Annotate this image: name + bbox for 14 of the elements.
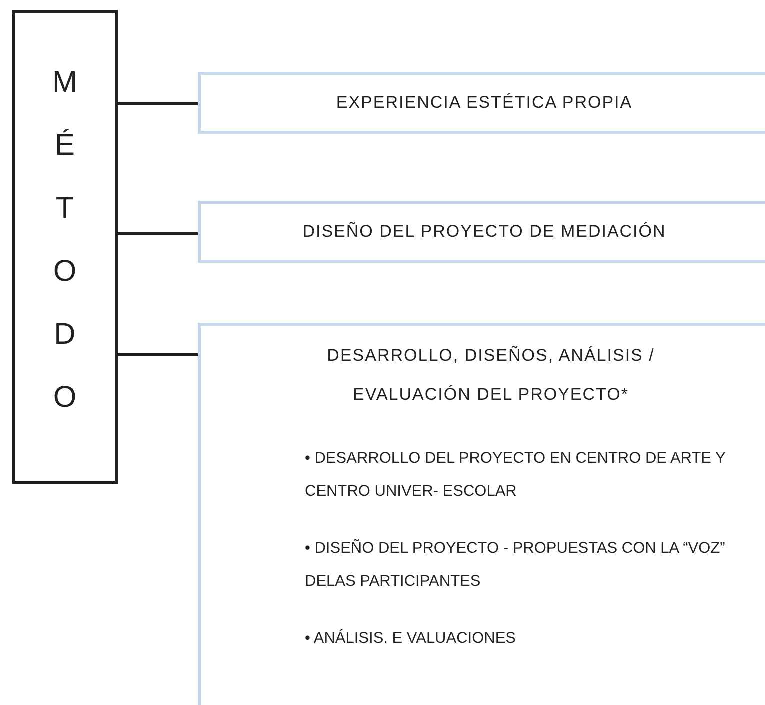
step-box: [198, 72, 765, 134]
connector-line: [118, 354, 198, 356]
step-heading: DESARROLLO, DISEÑOS, ANÁLISIS / EVALUACIÓN DEL PROYECTO*: [326, 345, 656, 406]
step-box: [198, 323, 765, 705]
bullet-text: • DISEÑO DEL PROYECTO - PROPUESTAS CON LA “VOZ” DELAS PARTICIPANTES: [305, 538, 726, 592]
step-heading: EXPERIENCIA ESTÉTICA PROPIA: [335, 92, 634, 114]
step-box: [198, 201, 765, 263]
title-box: [12, 10, 118, 484]
bullet-text: • ANÁLISIS. E VALUACIONES: [305, 628, 518, 649]
connector-line: [118, 102, 198, 106]
vertical-title: MÉTODO: [52, 65, 78, 416]
step-heading: DISEÑO DEL PROYECTO DE MEDIACIÓN: [302, 221, 668, 244]
connector-line: [118, 232, 198, 236]
bullet-text: • DESARROLLO DEL PROYECTO EN CENTRO DE ARTE Y CENTRO UNIVER- ESCOLAR: [305, 449, 727, 502]
